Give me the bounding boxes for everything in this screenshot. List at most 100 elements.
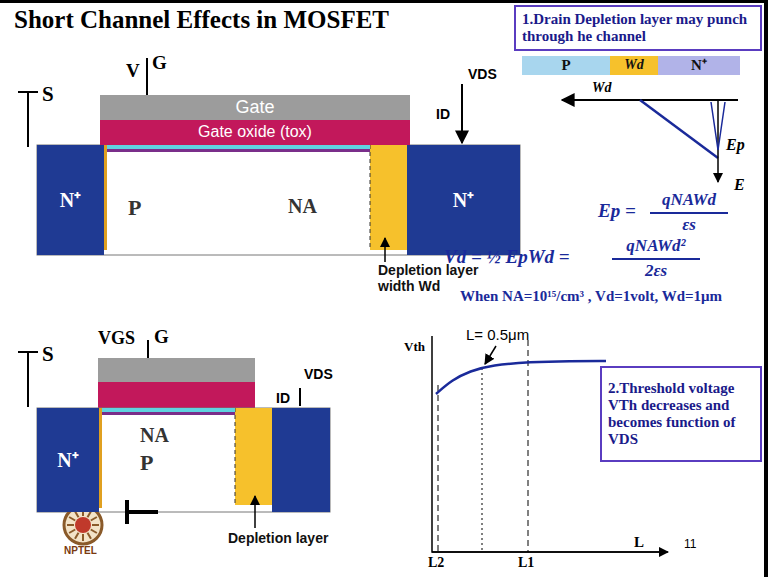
callout-box: 2.Threshold voltage VTh decreases and be… xyxy=(600,366,762,462)
axis-label: L2 xyxy=(428,555,444,571)
drain-region: N⁺ xyxy=(407,145,520,255)
p-substrate xyxy=(37,145,520,255)
terminal-label: G xyxy=(152,52,167,74)
formula: 2εs xyxy=(610,261,702,281)
axis-label: Vth xyxy=(404,340,425,355)
channel-layer xyxy=(105,145,370,149)
ground-symbol xyxy=(127,510,158,514)
formula: qNAWd xyxy=(646,190,732,210)
callout-label: Depletion layer xyxy=(228,530,328,546)
plot-axes xyxy=(432,551,668,553)
axis-label: L xyxy=(634,534,644,551)
node-text: Gate oxide (tox) xyxy=(198,123,312,141)
leader-line xyxy=(384,238,386,262)
node-text: N⁺ xyxy=(691,57,707,74)
drain-wire xyxy=(299,388,301,406)
note: When NA=10¹⁵/cm³ , Vd=1volt, Wd=1μm xyxy=(460,288,722,305)
source-wire xyxy=(27,92,29,147)
l-marker xyxy=(482,368,483,552)
logo-ray xyxy=(67,524,74,526)
field-profile xyxy=(640,100,718,158)
leader-line xyxy=(485,346,496,364)
depletion-region xyxy=(235,408,272,505)
source-region: N⁺ xyxy=(37,145,104,255)
node-text: N⁺ xyxy=(57,449,78,472)
vth-curve xyxy=(436,361,606,394)
source-junction xyxy=(104,145,107,250)
logo-text: NPTEL xyxy=(64,545,97,557)
region-label: P xyxy=(128,195,141,220)
callout-box: 1.Drain Depletion layer may punch throug… xyxy=(514,5,762,51)
formula: Vd = ½ EpWd = xyxy=(444,246,570,268)
channel-layer xyxy=(100,408,235,412)
slide-title: Short Channel Effects in MOSFET xyxy=(14,6,389,34)
source-region: N⁺ xyxy=(37,408,99,512)
formula: qNAWd² xyxy=(610,236,702,256)
doping-label: NA xyxy=(140,424,169,447)
channel-layer xyxy=(105,149,370,152)
gate-oxide xyxy=(98,382,255,408)
node-text: 1.Drain Depletion layer may punch throug… xyxy=(522,11,754,46)
node-text: N⁺ xyxy=(60,189,81,212)
frame-strip xyxy=(0,0,768,3)
dimension-label: L= 0.5μm xyxy=(466,326,529,343)
voltage-label: V xyxy=(126,60,140,82)
depletion-bar: Wd xyxy=(610,56,658,75)
source-junction xyxy=(99,408,102,508)
logo-ray xyxy=(88,511,92,517)
n-region-bar: N⁺ xyxy=(658,56,740,75)
logo xyxy=(67,509,99,541)
fraction-bar xyxy=(612,258,700,260)
logo-ray xyxy=(91,517,97,521)
l1-marker xyxy=(528,340,529,552)
source-terminal xyxy=(18,91,38,93)
gate xyxy=(98,358,255,382)
logo-ray xyxy=(92,524,99,526)
gate: Gate xyxy=(100,95,410,120)
depletion-region xyxy=(370,145,407,250)
formula: εs xyxy=(646,215,732,235)
voltage-label: VDS xyxy=(304,366,333,382)
field-profile xyxy=(711,102,725,150)
gate-wire xyxy=(147,340,149,358)
node-text: P xyxy=(561,57,570,74)
terminal-label: S xyxy=(42,82,54,106)
logo-ray xyxy=(88,533,92,539)
axis-label: L1 xyxy=(518,555,534,571)
logo-ray xyxy=(69,530,75,534)
node-text: 2.Threshold voltage VTh decreases and be… xyxy=(608,380,754,449)
logo-ray xyxy=(69,517,75,521)
doping-label: NA xyxy=(288,195,317,218)
source-terminal xyxy=(18,351,38,353)
current-label: ID xyxy=(276,390,290,406)
terminal-label: G xyxy=(154,326,169,348)
logo-ray xyxy=(75,533,79,539)
axis-label: Ep xyxy=(726,136,745,154)
axis-label: Wd xyxy=(592,80,611,96)
l2-marker xyxy=(438,385,439,552)
voltage-label: VDS xyxy=(468,66,497,82)
current-label: ID xyxy=(436,106,450,122)
logo-ray xyxy=(91,530,97,534)
voltage-label: VGS xyxy=(98,328,135,349)
field-axis xyxy=(717,100,719,182)
axis-label: E xyxy=(734,176,745,194)
p-region-bar: P xyxy=(522,56,610,75)
frame-strip xyxy=(764,0,768,577)
logo xyxy=(75,517,91,533)
page-number: 11 xyxy=(684,538,696,552)
p-substrate xyxy=(37,408,330,512)
depletion-edge xyxy=(235,408,236,505)
gate-oxide: Gate oxide (tox) xyxy=(100,120,410,145)
leader-line xyxy=(254,496,256,528)
logo-ray xyxy=(75,511,79,517)
node-text: N⁺ xyxy=(453,189,474,212)
gate-wire xyxy=(146,58,148,95)
node-text: Wd xyxy=(624,57,643,73)
x-axis xyxy=(562,99,738,101)
fraction-bar xyxy=(650,212,728,214)
node-text: Gate xyxy=(235,97,274,118)
formula: Ep = xyxy=(598,200,636,222)
terminal-label: S xyxy=(42,342,54,366)
